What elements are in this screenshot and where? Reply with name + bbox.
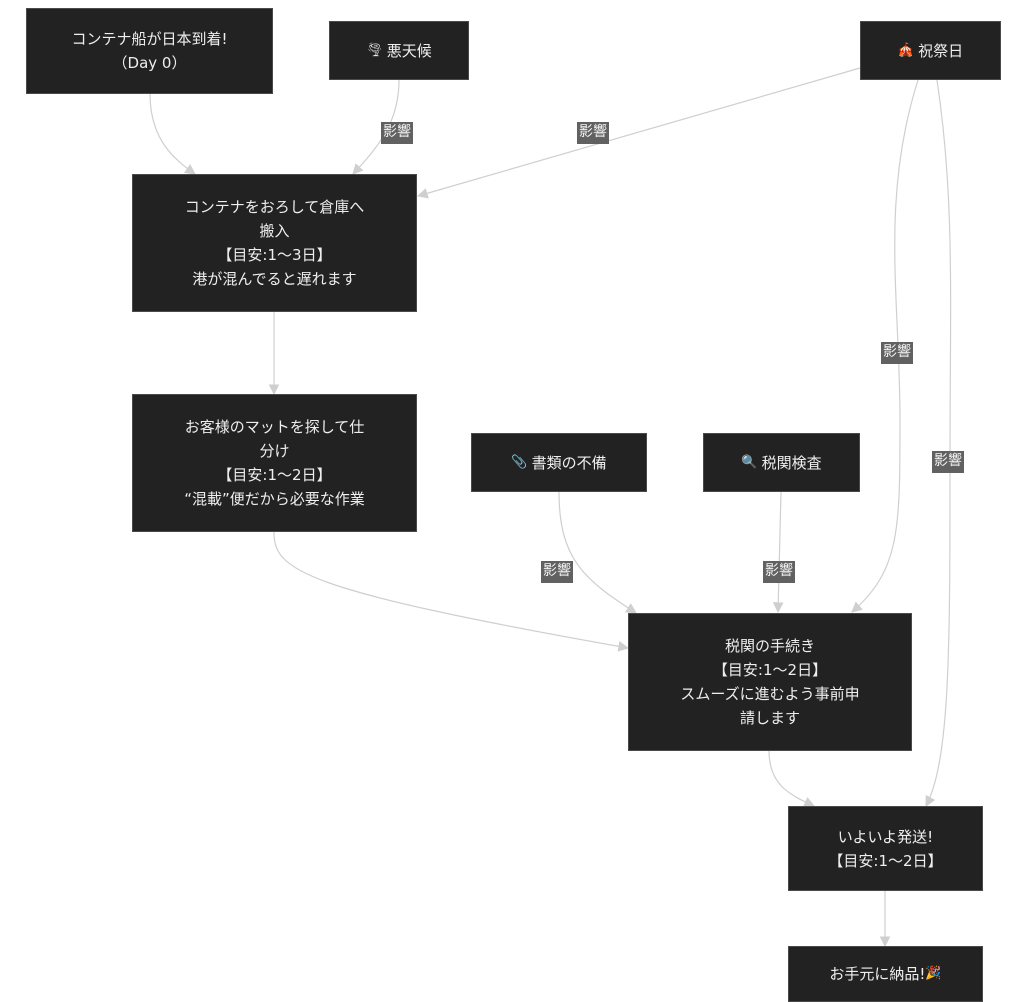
edge-holiday-to-unload	[416, 67, 861, 199]
document-issues-label: 書類の不備	[531, 453, 607, 472]
edge-documents-to-customs	[558, 491, 637, 614]
node-customs-procedure: 税関の手続き 【目安:1〜2日】 スムーズに進むよう事前申 請します	[628, 613, 912, 751]
node-holiday: 🎪 祝祭日	[860, 21, 1001, 80]
edge-inspection-to-customs	[772, 491, 784, 614]
sort-duration: 【目安:1〜2日】	[217, 466, 332, 484]
shipping-duration: 【目安:1〜2日】	[828, 851, 943, 870]
arrival-title: コンテナ船が日本到着!	[71, 30, 228, 48]
edge-arrival-to-unload	[149, 93, 196, 175]
edge-label-weather-to-unload: 影響	[381, 122, 413, 144]
sort-line-2: 分け	[259, 442, 290, 460]
edge-sort-to-customs	[273, 531, 630, 652]
edge-label-holiday-to-customs: 影響	[881, 342, 913, 364]
edge-label-holiday-to-unload: 影響	[577, 122, 609, 144]
holiday-label: 祝祭日	[918, 41, 964, 60]
customs-duration: 【目安:1〜2日】	[712, 661, 828, 679]
customs-inspection-label: 税関検査	[761, 453, 822, 472]
edge-label-documents-to-customs: 影響	[541, 561, 573, 583]
customs-line-1: 税関の手続き	[724, 637, 815, 655]
node-customs-inspection: 🔍 税関検査	[703, 433, 860, 492]
unload-line-2: 搬入	[259, 222, 290, 240]
edge-holiday-to-shipping	[925, 79, 952, 807]
edge-label-holiday-to-shipping: 影響	[932, 451, 964, 473]
edge-label-inspection-to-customs: 影響	[763, 561, 795, 583]
edge-customs-to-shipping	[768, 750, 815, 807]
customs-line-3: スムーズに進むよう事前申	[680, 685, 860, 703]
shipping-title: いよいよ発送!	[837, 827, 934, 846]
arrival-day: （Day 0）	[112, 54, 187, 72]
node-document-issues: 📎 書類の不備	[471, 433, 647, 492]
delivery-label: お手元に納品!	[829, 965, 926, 983]
node-bad-weather: 🌪 悪天候	[329, 21, 469, 80]
sort-note: “混載”便だから必要な作業	[184, 490, 365, 508]
unload-duration: 【目安:1〜3日】	[217, 246, 332, 264]
node-sort-mats: お客様のマットを探して仕 分け 【目安:1〜2日】 “混載”便だから必要な作業	[132, 394, 417, 532]
node-shipping: いよいよ発送! 【目安:1〜2日】	[788, 806, 983, 891]
tornado-icon: 🌪	[366, 42, 383, 58]
paperclip-icon: 📎	[511, 454, 528, 470]
sort-line-1: お客様のマットを探して仕	[184, 418, 365, 436]
magnifier-icon: 🔍	[741, 454, 758, 470]
node-delivery: お手元に納品! 🎉	[788, 946, 983, 1002]
node-container-arrival: コンテナ船が日本到着! （Day 0）	[26, 8, 273, 94]
party-popper-icon: 🎉	[925, 966, 942, 981]
bad-weather-label: 悪天候	[386, 41, 432, 60]
customs-line-4: 請します	[739, 709, 800, 727]
unload-note: 港が混んでると遅れます	[192, 270, 357, 288]
unload-line-1: コンテナをおろして倉庫へ	[184, 198, 365, 216]
circus-tent-icon: 🎪	[897, 42, 915, 58]
node-unload-to-warehouse: コンテナをおろして倉庫へ 搬入 【目安:1〜3日】 港が混んでると遅れます	[132, 174, 417, 312]
edge-holiday-to-customs	[851, 79, 919, 613]
